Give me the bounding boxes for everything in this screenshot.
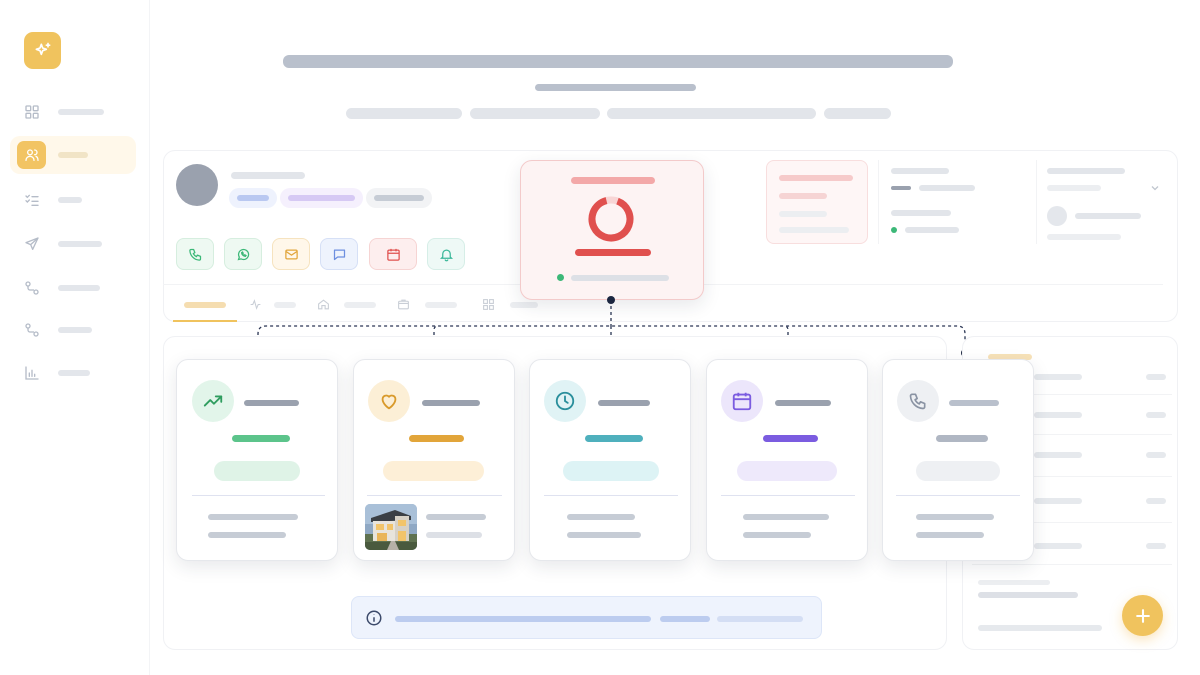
activity-list	[962, 350, 1178, 650]
card-icon-circle	[897, 380, 939, 422]
info-banner[interactable]	[351, 596, 822, 639]
header-tag	[470, 108, 600, 119]
chevron-down-icon	[1151, 186, 1159, 191]
home-icon	[318, 299, 329, 310]
trend-up-icon	[203, 395, 223, 407]
header-tag	[824, 108, 891, 119]
sidebar-item-workflows[interactable]	[14, 276, 136, 300]
sidebar	[0, 0, 150, 675]
contact-tags	[229, 188, 433, 208]
card-icon-circle	[368, 380, 410, 422]
chat-icon	[333, 249, 345, 260]
email-button[interactable]	[272, 238, 310, 270]
tab-deals[interactable]	[397, 296, 467, 314]
tag-pill[interactable]	[229, 188, 277, 208]
sidebar-item-icon-box	[17, 141, 46, 169]
phone-icon	[188, 248, 201, 261]
connector-node	[607, 296, 615, 304]
tab-activity[interactable]	[247, 296, 307, 314]
send-icon	[25, 237, 39, 250]
calendar-icon	[732, 392, 752, 411]
contact-name	[231, 172, 305, 179]
whatsapp-button[interactable]	[224, 238, 262, 270]
sparkle-icon	[35, 42, 51, 55]
pipeline-card-interest[interactable]	[353, 359, 515, 561]
sidebar-item-label	[58, 370, 90, 376]
status-dot	[557, 274, 564, 281]
checklist-icon	[25, 194, 39, 206]
flow-icon	[25, 323, 39, 337]
tab-overview[interactable]	[173, 290, 237, 322]
owner-avatar	[1047, 206, 1067, 226]
sidebar-item-label	[58, 285, 100, 291]
tab-properties[interactable]	[317, 296, 387, 314]
status-dot	[891, 227, 897, 233]
message-button[interactable]	[320, 238, 358, 270]
app-logo[interactable]	[24, 32, 61, 69]
sidebar-item-campaigns[interactable]	[14, 232, 136, 256]
sidebar-item-label	[58, 197, 82, 203]
card-status-pill	[563, 461, 659, 481]
pipeline-card-growth[interactable]	[176, 359, 338, 561]
sidebar-item-contacts[interactable]	[10, 136, 136, 174]
grid-icon	[25, 105, 39, 119]
card-icon-circle	[544, 380, 586, 422]
sidebar-item-label	[58, 241, 102, 247]
bar-chart-icon	[25, 366, 39, 380]
house-image	[365, 504, 417, 550]
whatsapp-icon	[237, 248, 249, 260]
grid-icon	[483, 299, 494, 310]
ring-gauge-icon	[588, 196, 634, 242]
header-tag	[607, 108, 816, 119]
header-tag	[346, 108, 462, 119]
users-icon	[24, 149, 39, 161]
calendar-icon	[386, 248, 400, 261]
detail-block	[878, 160, 1026, 244]
card-icon-circle	[721, 380, 763, 422]
bell-icon	[439, 249, 453, 261]
sidebar-item-label	[58, 152, 88, 158]
card-status-pill	[737, 461, 837, 481]
sidebar-item-label	[58, 327, 92, 333]
activity-icon	[250, 299, 261, 310]
tag-pill[interactable]	[366, 188, 432, 208]
schedule-button[interactable]	[369, 238, 417, 270]
sidebar-item-automations[interactable]	[14, 318, 136, 342]
score-card[interactable]	[520, 160, 704, 300]
flow-icon	[25, 281, 39, 295]
call-button[interactable]	[176, 238, 214, 270]
add-button[interactable]	[1122, 595, 1163, 636]
clock-icon	[555, 391, 575, 411]
mail-icon	[284, 249, 298, 259]
pipeline-card-followup[interactable]	[882, 359, 1034, 561]
alert-card[interactable]	[766, 160, 868, 244]
sidebar-item-reports[interactable]	[14, 361, 136, 385]
card-status-pill	[916, 461, 1000, 481]
property-thumbnail[interactable]	[365, 504, 417, 550]
header-tags	[346, 108, 891, 120]
box-icon	[398, 299, 409, 310]
avatar[interactable]	[176, 164, 218, 206]
pipeline-card-scheduled[interactable]	[706, 359, 868, 561]
card-status-pill	[214, 461, 300, 481]
reminder-button[interactable]	[427, 238, 465, 270]
owner-dropdown[interactable]	[1036, 160, 1168, 244]
pipeline-card-pending[interactable]	[529, 359, 691, 561]
info-icon	[366, 610, 382, 626]
sidebar-item-tasks[interactable]	[14, 188, 136, 212]
sidebar-item-dashboard[interactable]	[14, 100, 136, 124]
plus-icon	[1135, 608, 1150, 623]
phone-icon	[909, 393, 926, 410]
sidebar-item-label	[58, 109, 104, 115]
card-status-pill	[383, 461, 484, 481]
tag-pill[interactable]	[280, 188, 363, 208]
page-subtitle	[535, 84, 696, 91]
tab-documents[interactable]	[482, 296, 542, 314]
card-icon-circle	[192, 380, 234, 422]
page-title	[283, 55, 953, 68]
heart-icon	[381, 394, 397, 410]
